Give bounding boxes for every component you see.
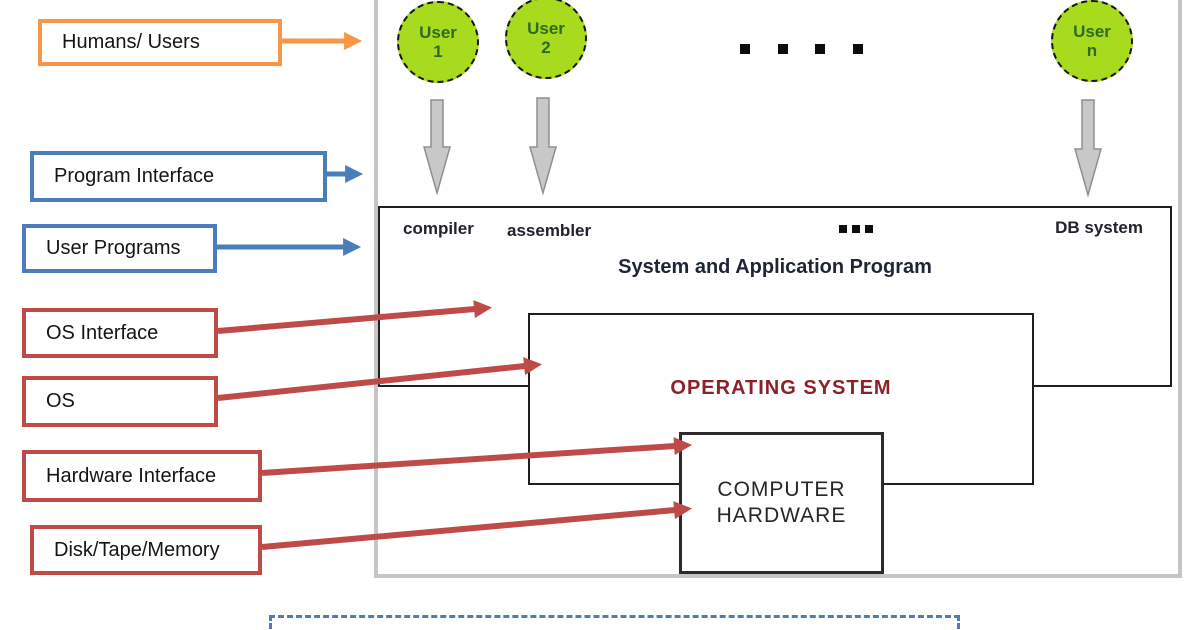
callout-program-interface-label: Program Interface (54, 165, 215, 187)
system-application-program-title: System and Application Program (618, 256, 932, 278)
ellipsis-dot (839, 225, 847, 233)
ellipsis-dot (852, 225, 860, 233)
ellipsis-dot (815, 44, 825, 54)
user-2-circle: User 2 (505, 0, 587, 79)
callout-disk-tape-memory-label: Disk/Tape/Memory (54, 538, 220, 561)
callout-program-interface: Program Interface (30, 151, 327, 202)
ellipsis-dot (865, 225, 873, 233)
ellipsis-dot (778, 44, 788, 54)
user-n-label-line1: User (1073, 22, 1111, 41)
ellipsis-dot (853, 44, 863, 54)
callout-user-programs-label: User Programs (46, 237, 181, 259)
user-2-label-line2: 2 (541, 38, 551, 57)
dashed-footer-box (269, 615, 960, 630)
callout-humans-users: Humans/ Users (38, 19, 282, 66)
system-boundary-box (374, 0, 1182, 578)
callout-hardware-interface: Hardware Interface (22, 450, 262, 502)
computer-hardware-line2: HARDWARE (716, 504, 847, 527)
computer-hardware-line1: COMPUTER (717, 478, 846, 501)
callout-disk-tape-memory: Disk/Tape/Memory (30, 525, 262, 575)
user-n-circle: User n (1051, 0, 1133, 82)
compiler-label: compiler (403, 219, 474, 238)
callout-os-label: OS (46, 390, 75, 412)
callout-hardware-interface-label: Hardware Interface (46, 464, 217, 487)
user-n-label-line2: n (1086, 41, 1098, 60)
user-1-label-line2: 1 (433, 42, 443, 61)
assembler-label: assembler (507, 221, 592, 240)
callout-user-programs: User Programs (22, 224, 217, 273)
callout-os-interface: OS Interface (22, 308, 218, 358)
user-1-label-line1: User (419, 23, 457, 42)
user-2-label-line1: User (527, 19, 565, 38)
user-1-circle: User 1 (397, 1, 479, 83)
ellipsis-dot (740, 44, 750, 54)
db-system-label: DB system (1055, 218, 1143, 237)
operating-system-title: OPERATING SYSTEM (670, 377, 892, 399)
callout-humans-users-label: Humans/ Users (62, 31, 200, 53)
callout-os-interface-label: OS Interface (46, 321, 159, 344)
callout-os: OS (22, 376, 218, 427)
computer-hardware-box: COMPUTER HARDWARE (679, 432, 884, 574)
